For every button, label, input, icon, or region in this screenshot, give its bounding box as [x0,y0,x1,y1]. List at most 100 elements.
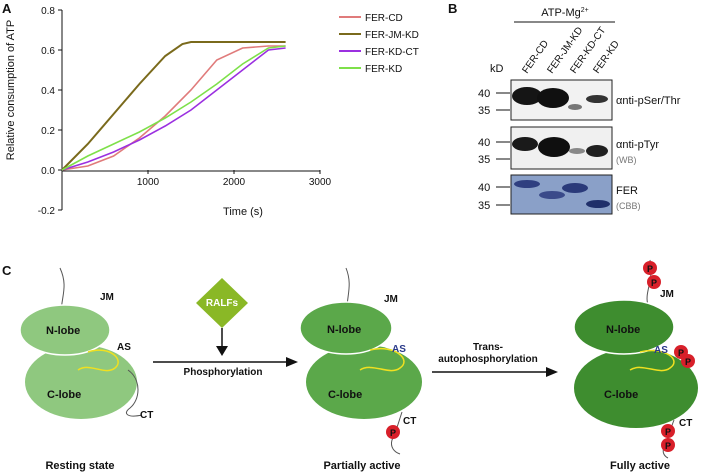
x-tick-label: 3000 [309,177,332,188]
row-label: αnti-pTyr [616,139,659,151]
legend-entry: FER-CD [365,13,403,24]
marker-35: 35 [478,200,490,212]
phospho-label: P [685,357,691,367]
band [512,87,542,105]
step2-arrowhead [546,367,558,377]
series-line-fer-jm-kd [61,41,286,171]
marker-40: 40 [478,88,490,100]
activation-segment [77,349,119,372]
row-sublabel: (WB) [616,155,637,165]
series-line-fer-kd [61,45,286,171]
n-lobe-shape [299,301,393,355]
as-label: AS [654,345,668,356]
ralfs-signal: RALFs [196,278,248,356]
ct-tail [391,411,403,455]
c-lobe-shape [25,345,137,419]
as-label: AS [117,342,131,353]
phospho-label: P [390,428,396,438]
phospho-label: P [665,427,671,437]
y-tick-label: 0.8 [41,6,55,17]
band [586,145,608,157]
c-lobe-label: C-lobe [328,389,362,401]
ralfs-diamond [196,278,248,328]
n-lobe-shape [573,299,675,355]
y-tick-label: 0.6 [41,46,55,57]
n-lobe-label: N-lobe [327,324,361,336]
marker-40: 40 [478,182,490,194]
row-sublabel: (CBB) [616,201,641,211]
y-tick-label: 0.4 [41,86,55,97]
blot-row-ptyr: 40 35 αnti-pTyr (WB) [478,126,659,170]
ct-label: CT [679,418,692,429]
c-lobe-shape [574,348,698,428]
series-line-fer-cd [61,45,286,171]
svg-text:ATP-Mg2+: ATP-Mg2+ [541,7,589,19]
step2-arrow: Trans- autophosphorylation [432,342,558,377]
treatment-superscript: 2+ [581,7,589,14]
ralfs-arrowhead [216,346,228,356]
phospho-label: P [678,348,684,358]
marker-35: 35 [478,154,490,166]
band [537,88,569,108]
band [586,200,610,208]
n-lobe-label: N-lobe [606,324,640,336]
y-axis-label: Relative consumption of ATP [5,20,17,160]
phospho-label: P [665,441,671,451]
jm-label: JM [100,292,114,303]
phospho-group [661,424,675,438]
panel-label-c: C [2,263,12,278]
step1-arrowhead [286,357,298,367]
phospho-group [661,438,675,452]
panel-label-a: A [2,1,12,16]
x-tick-label: 2000 [223,177,246,188]
jm-label: JM [384,294,398,305]
series-line-fer-kd-ct [61,47,286,171]
band [586,95,608,103]
phospho-group [643,261,657,275]
blot-row-pser: 40 35 αnti-pSer/Thr [478,79,681,121]
y-tick-label: 0.2 [41,126,55,137]
x-tick-label: 1000 [137,177,160,188]
step1-label: Phosphorylation [184,367,263,378]
legend-entry: FER-KD-CT [365,47,419,58]
blot-row-cbb: 40 35 FER (CBB) [478,174,641,215]
ct-label: CT [403,416,416,427]
band [512,137,538,151]
jm-label: JM [660,289,674,300]
y-tick-label: -0.2 [38,206,56,217]
blot-treatment-header: ATP-Mg2+ [514,7,615,23]
activation-segment [629,349,675,372]
x-axis-label: Time (s) [223,206,263,218]
ct-tail [126,369,143,417]
phospho-group [647,275,661,289]
row-label: αnti-pSer/Thr [616,95,681,107]
band [539,191,565,199]
state-label-full: Fully active [610,460,670,472]
band [514,180,540,188]
state-label-resting: Resting state [45,460,114,472]
step1-arrow: Phosphorylation [153,357,298,378]
step2-label-line2: autophosphorylation [438,354,537,365]
phospho-group [386,425,400,439]
y-tick-label: 0.0 [41,166,55,177]
phospho-label: P [647,264,653,274]
phospho-group [681,354,695,368]
c-lobe-shape [306,345,422,419]
panel-label-b: B [448,1,457,16]
legend-entry: FER-JM-KD [365,30,419,41]
activation-segment [359,347,405,372]
band [569,148,585,154]
partially-active-kinase: P JM N-lobe AS C-lobe CT [299,267,422,455]
chart-legend: FER-CD FER-JM-KD FER-KD-CT FER-KD [339,13,419,75]
ct-label: CT [140,410,153,421]
band [562,183,588,193]
kd-label: kD [490,63,504,75]
ralfs-label: RALFs [206,298,239,309]
row-label: FER [616,185,638,197]
atp-consumption-chart: -0.2 0.0 0.2 0.4 0.6 0.8 1000 2000 3000 Relativ… [5,6,419,218]
marker-40: 40 [478,137,490,149]
treatment-label: ATP-Mg [541,7,581,19]
legend-entry: FER-KD [365,64,402,75]
state-label-partial: Partially active [323,460,400,472]
